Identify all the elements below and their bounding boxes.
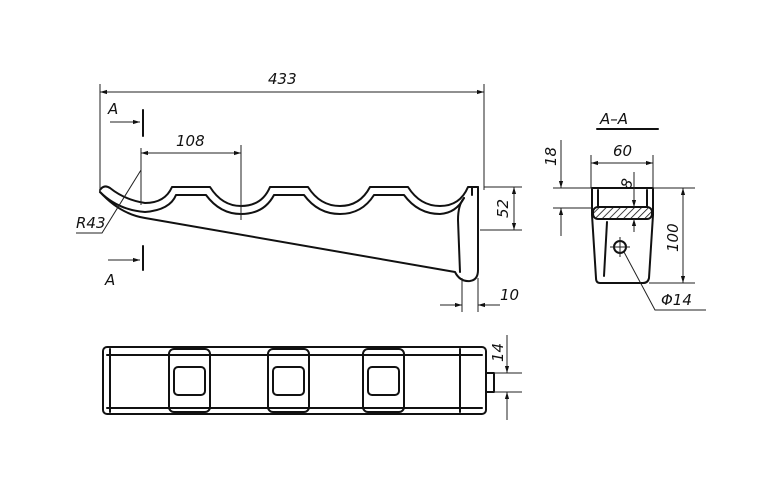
dim-section-width: 60	[613, 142, 632, 160]
section-title: A–A	[599, 110, 628, 128]
dim-hole-diameter: Φ14	[661, 291, 692, 309]
section-mark-top: A	[107, 100, 118, 118]
dim-tab-width: 14	[489, 343, 507, 362]
dim-pitch: 108	[176, 132, 205, 150]
wave-inner-edge	[99, 191, 465, 215]
hatched-web	[592, 206, 653, 220]
section-outline	[591, 187, 654, 284]
slot	[367, 366, 400, 396]
dim-overall-length: 433	[268, 70, 297, 88]
dim-radius: R43	[76, 214, 106, 232]
dim-height-end: 52	[494, 199, 512, 218]
top-outline	[102, 346, 487, 415]
slot	[173, 366, 206, 396]
dim-section-height: 100	[664, 223, 682, 252]
section-view: A–A 60 18 8 100 Φ14	[542, 110, 706, 311]
dim-thickness-end: 10	[500, 286, 519, 304]
wave-top-edge	[99, 185, 479, 207]
top-view: 14	[102, 335, 522, 420]
dim-section-top: 18	[542, 147, 560, 166]
front-view: 433 108 R43 A A 52 10	[76, 70, 522, 312]
section-mark-bottom: A	[104, 271, 115, 289]
bracket-lower-edge	[99, 186, 479, 283]
slot	[272, 366, 305, 396]
end-tab	[485, 372, 495, 393]
bracket-rib	[457, 197, 465, 273]
